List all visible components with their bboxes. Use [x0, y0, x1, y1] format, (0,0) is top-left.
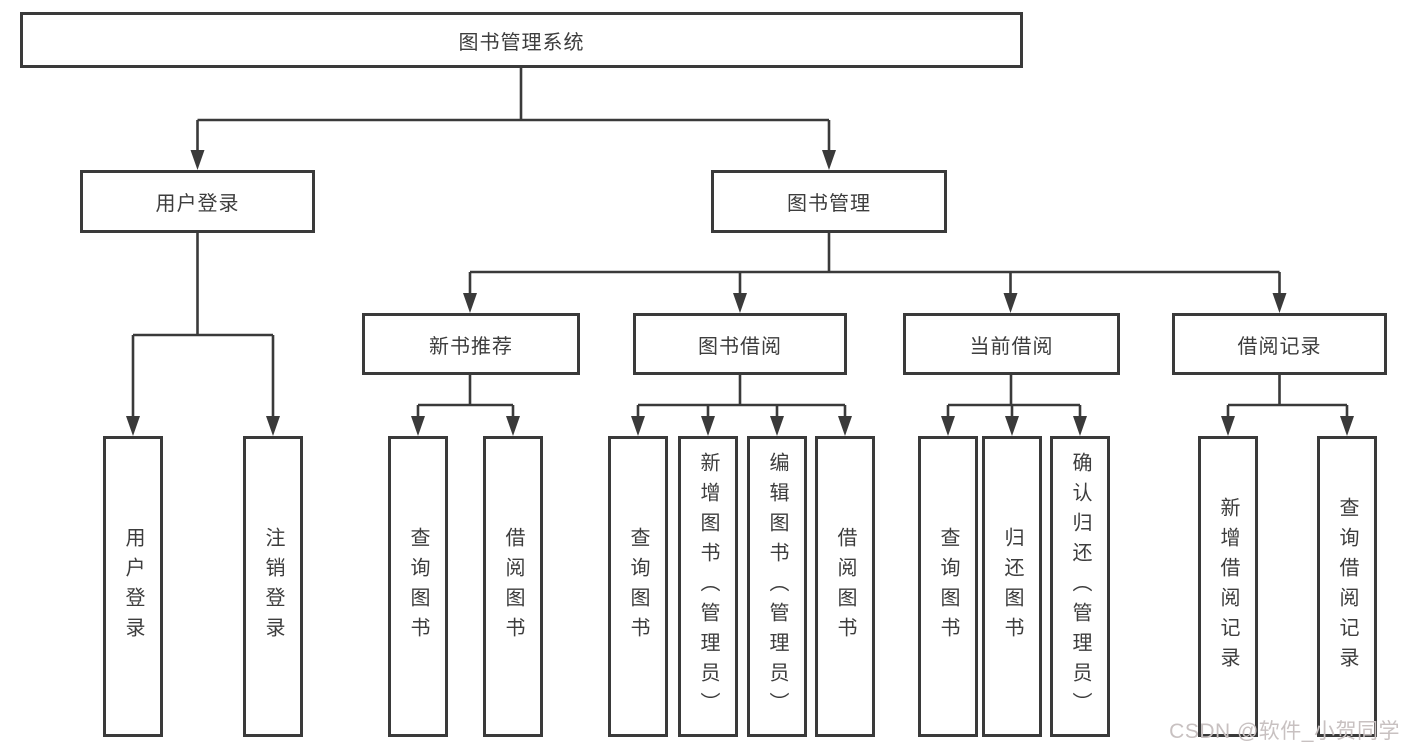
node-book-management-label: 图书管理 — [787, 193, 871, 215]
leaf-borrow-borrow-books-label: 借阅图书 — [834, 526, 856, 647]
node-book-borrow-label: 图书借阅 — [698, 335, 782, 358]
node-current-borrow-label: 当前借阅 — [969, 335, 1054, 358]
leaf-newbook-borrow-books-label: 借阅图书 — [502, 526, 524, 647]
node-book-management: 图书管理 — [711, 170, 947, 233]
node-borrow-records-label: 借阅记录 — [1237, 335, 1322, 358]
leaf-borrow-add-books-admin-label: 新增图书（管理员） — [697, 451, 719, 722]
leaf-borrow-edit-books-admin-label: 编辑图书（管理员） — [766, 451, 788, 722]
leaf-current-return-books: 归还图书 — [982, 436, 1042, 737]
leaf-current-confirm-return-admin: 确认归还（管理员） — [1050, 436, 1110, 737]
leaf-user-login-label: 用户登录 — [122, 526, 144, 647]
leaf-records-query-record: 查询借阅记录 — [1317, 436, 1377, 737]
leaf-borrow-borrow-books: 借阅图书 — [815, 436, 875, 737]
leaf-current-query-books-label: 查询图书 — [937, 526, 959, 647]
leaf-current-confirm-return-admin-label: 确认归还（管理员） — [1069, 451, 1091, 722]
leaf-records-add-record-label: 新增借阅记录 — [1217, 496, 1239, 677]
leaf-logout: 注销登录 — [243, 436, 303, 737]
leaf-user-login: 用户登录 — [103, 436, 163, 737]
leaf-newbook-borrow-books: 借阅图书 — [483, 436, 543, 737]
node-borrow-records: 借阅记录 — [1172, 313, 1387, 375]
node-user-login-label: 用户登录 — [155, 193, 240, 215]
node-user-login: 用户登录 — [80, 170, 315, 233]
leaf-logout-label: 注销登录 — [262, 526, 284, 647]
node-library-system-label: 图书管理系统 — [458, 31, 585, 54]
leaf-borrow-add-books-admin: 新增图书（管理员） — [678, 436, 738, 737]
leaf-borrow-edit-books-admin: 编辑图书（管理员） — [747, 436, 807, 737]
node-new-book-recommend-label: 新书推荐 — [429, 335, 513, 358]
leaf-borrow-query-books: 查询图书 — [608, 436, 668, 737]
leaf-newbook-query-books-label: 查询图书 — [407, 526, 429, 647]
leaf-records-query-record-label: 查询借阅记录 — [1336, 496, 1358, 677]
node-current-borrow: 当前借阅 — [903, 313, 1120, 375]
node-new-book-recommend: 新书推荐 — [362, 313, 580, 375]
leaf-newbook-query-books: 查询图书 — [388, 436, 448, 737]
node-book-borrow: 图书借阅 — [633, 313, 847, 375]
leaf-current-return-books-label: 归还图书 — [1001, 526, 1023, 647]
leaf-borrow-query-books-label: 查询图书 — [627, 526, 649, 647]
leaf-records-add-record: 新增借阅记录 — [1198, 436, 1258, 737]
node-library-system: 图书管理系统 — [20, 12, 1023, 68]
leaf-current-query-books: 查询图书 — [918, 436, 978, 737]
